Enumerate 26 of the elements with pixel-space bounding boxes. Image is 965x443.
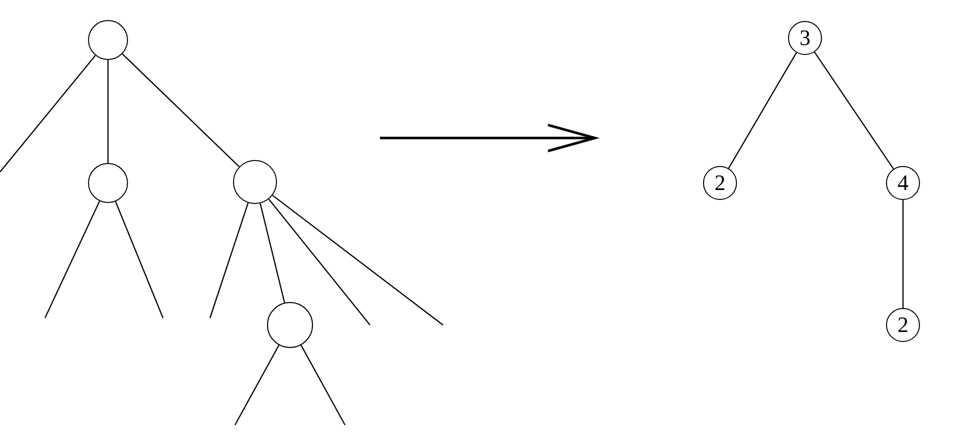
value-node-circle <box>703 166 737 200</box>
value-node-circle <box>886 308 920 342</box>
branch-line <box>234 344 280 426</box>
tree-node-circle <box>267 302 313 348</box>
node-value: 3 <box>800 27 810 49</box>
branch-line <box>114 201 164 318</box>
tree-node-circle <box>88 20 128 60</box>
tree-node-circle <box>233 160 277 204</box>
tree-edge <box>902 200 904 308</box>
branch-line <box>0 55 96 172</box>
tree-edge <box>122 53 240 168</box>
value-node-circle <box>788 21 822 55</box>
branch-line <box>300 344 346 426</box>
node-value: 4 <box>898 172 908 194</box>
branch-line <box>268 198 370 326</box>
tree-node-circle <box>88 163 128 203</box>
branch-line <box>209 202 249 318</box>
tree-edge <box>728 52 797 169</box>
tree-edge <box>260 203 286 303</box>
branch-line <box>44 200 100 318</box>
tree-edge <box>107 60 109 163</box>
node-value: 2 <box>898 314 908 336</box>
value-node-circle <box>886 166 920 200</box>
tree-edge <box>814 52 894 170</box>
branch-line <box>272 194 444 326</box>
node-value: 2 <box>714 172 726 194</box>
